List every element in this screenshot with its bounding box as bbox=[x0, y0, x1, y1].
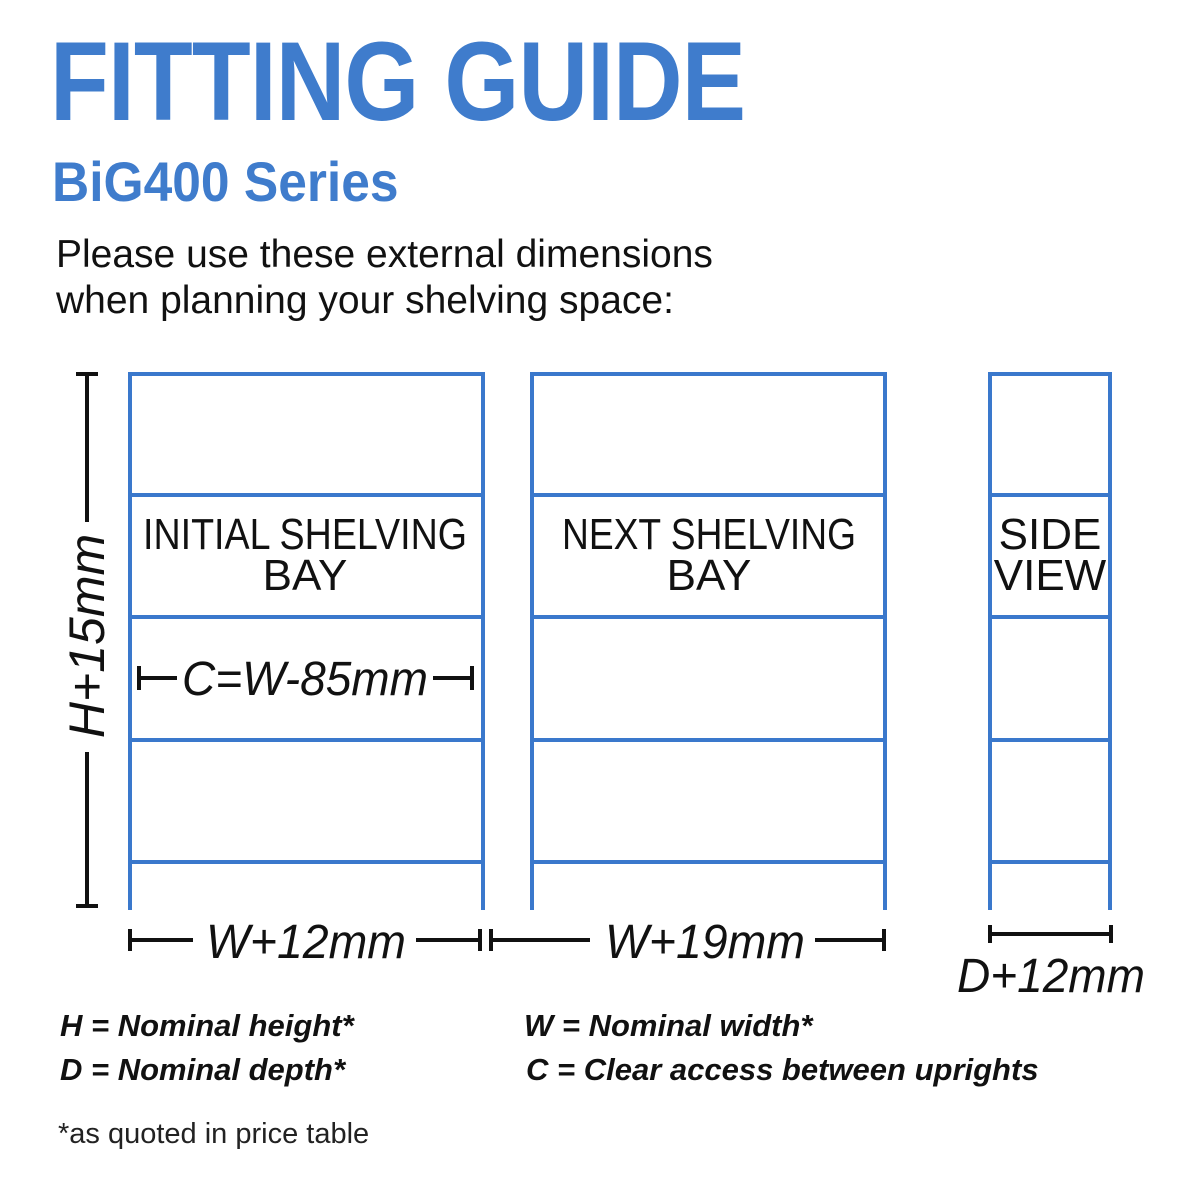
initial-width-dimension bbox=[128, 929, 482, 951]
next-bay-label-line-2: BAY bbox=[667, 551, 752, 600]
height-dimension-label: H+15mm bbox=[59, 534, 115, 738]
initial-shelving-bay bbox=[128, 372, 485, 910]
legend-width: W = Nominal width* bbox=[524, 1008, 813, 1043]
height-dimension bbox=[76, 372, 98, 908]
legend-height: H = Nominal height* bbox=[60, 1008, 354, 1043]
initial-bay-label-line-2: BAY bbox=[263, 551, 348, 600]
next-bay-label-line-1: NEXT SHELVING bbox=[562, 510, 856, 559]
side-view-label-line-1: SIDE bbox=[999, 510, 1102, 559]
page-title: FITTING GUIDE bbox=[50, 19, 746, 144]
side-view-label-line-2: VIEW bbox=[994, 551, 1107, 600]
intro-text: Please use these external dimensions whe… bbox=[56, 232, 713, 324]
intro-line-1: Please use these external dimensions bbox=[56, 233, 713, 276]
legend-clear-access: C = Clear access between uprights bbox=[526, 1052, 1039, 1087]
clear-access-dimension bbox=[137, 666, 474, 690]
next-width-dimension bbox=[489, 929, 886, 951]
clear-access-label: C=W-85mm bbox=[182, 653, 428, 706]
depth-dimension bbox=[988, 925, 1113, 943]
series-subtitle: BiG400 Series bbox=[52, 150, 399, 213]
depth-dimension-label: D+12mm bbox=[957, 950, 1145, 1003]
footnote: *as quoted in price table bbox=[58, 1118, 370, 1150]
intro-line-2: when planning your shelving space: bbox=[56, 279, 674, 322]
side-view bbox=[988, 372, 1112, 910]
next-shelving-bay bbox=[530, 372, 887, 910]
initial-bay-label-line-1: INITIAL SHELVING bbox=[143, 510, 467, 559]
next-width-label: W+19mm bbox=[605, 916, 805, 969]
legend-depth: D = Nominal depth* bbox=[60, 1052, 346, 1087]
initial-width-label: W+12mm bbox=[206, 916, 406, 969]
